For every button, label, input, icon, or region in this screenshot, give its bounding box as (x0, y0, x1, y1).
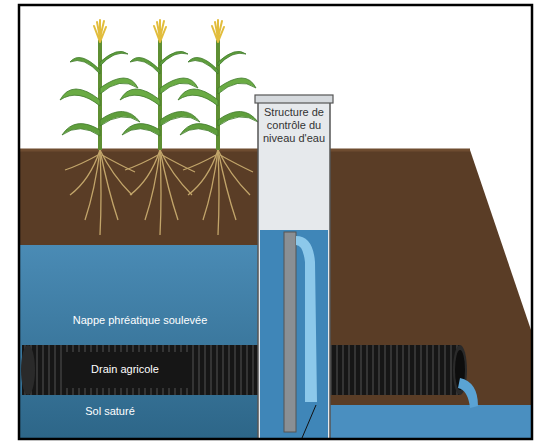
region-label: Sol saturé (55, 405, 165, 418)
label-region: Nappe phréatique soulevée (45, 314, 235, 328)
drain-pipe (330, 345, 460, 395)
gate-board (284, 232, 296, 432)
ditch-water (330, 405, 531, 439)
structure-cap (255, 95, 333, 103)
control-structure (258, 100, 330, 439)
leader-line (302, 405, 316, 438)
overflow-water (296, 236, 317, 402)
soil-surface (20, 149, 470, 152)
corn-plant (60, 20, 140, 235)
label-patch (62, 352, 188, 388)
label-region: Sol saturé (55, 405, 165, 419)
region-label: Structure de contrôle du niveau d'eau (260, 106, 328, 146)
region-label: Drain agricole (66, 363, 184, 376)
drain-pipe (22, 345, 258, 395)
outflow-water (458, 378, 478, 408)
region-label: Nappe phréatique soulevée (45, 314, 235, 327)
label-region: Drain agricole (66, 363, 184, 377)
pipe-end (21, 345, 35, 395)
water-table (20, 245, 258, 439)
corn-plant (178, 20, 258, 235)
label-region: Structure de contrôle du niveau d'eau (260, 106, 328, 146)
frame (19, 5, 532, 439)
structure-water (260, 230, 328, 438)
